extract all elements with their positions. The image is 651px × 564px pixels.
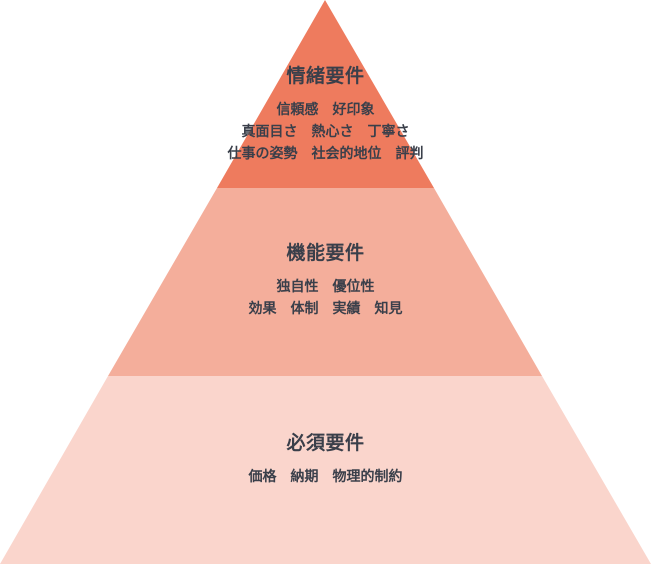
tier-essential-line-1: 価格 納期 物理的制約	[248, 469, 403, 485]
tier-functional-line-2: 効果 体制 実績 知見	[248, 301, 403, 317]
tier-essential: 必須要件 価格 納期 物理的制約	[0, 432, 651, 488]
tier-essential-title: 必須要件	[286, 432, 365, 454]
tier-emotional-line-2: 真面目さ 熱心さ 丁寧さ	[241, 124, 410, 140]
pyramid-tier-emotional-shape	[217, 0, 434, 188]
tier-essential-items: 価格 納期 物理的制約	[0, 466, 651, 488]
pyramid-tier-functional-shape	[108, 188, 542, 376]
tier-emotional-items: 信頼感 好印象 真面目さ 熱心さ 丁寧さ 仕事の姿勢 社会的地位 評判	[0, 99, 651, 165]
tier-functional-items: 独自性 優位性 効果 体制 実績 知見	[0, 276, 651, 320]
tier-emotional: 情緒要件 信頼感 好印象 真面目さ 熱心さ 丁寧さ 仕事の姿勢 社会的地位 評判	[0, 65, 651, 165]
tier-emotional-line-1: 信頼感 好印象	[276, 102, 375, 118]
tier-emotional-line-3: 仕事の姿勢 社会的地位 評判	[227, 146, 424, 162]
tier-functional-line-1: 独自性 優位性	[276, 279, 375, 295]
tier-functional-title: 機能要件	[286, 242, 365, 264]
tier-emotional-title: 情緒要件	[286, 65, 365, 87]
pyramid-tier-essential-shape	[0, 376, 651, 564]
tier-functional: 機能要件 独自性 優位性 効果 体制 実績 知見	[0, 242, 651, 320]
